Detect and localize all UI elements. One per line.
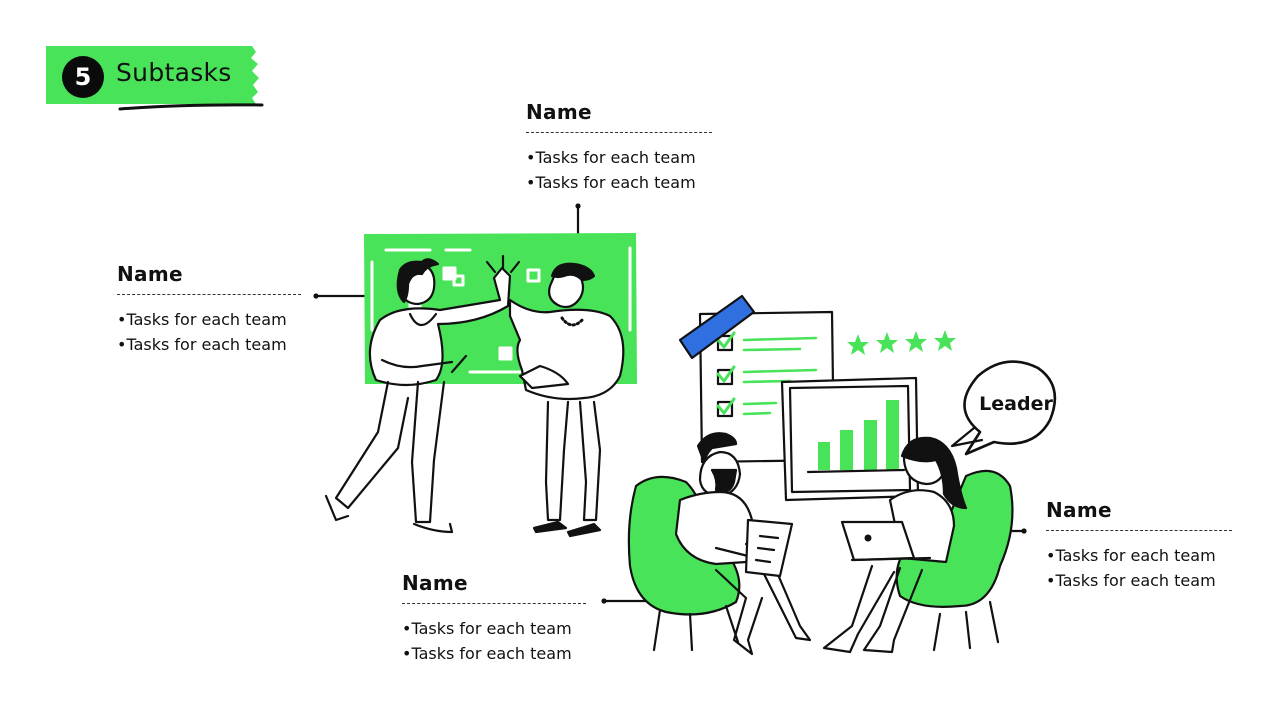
callout-task: •Tasks for each team <box>526 148 696 167</box>
callout-task: •Tasks for each team <box>526 173 696 192</box>
slide-title: Subtasks <box>116 58 232 87</box>
callout-divider <box>1046 530 1232 531</box>
callout-name: Name <box>1046 498 1112 522</box>
callout-bottom: Name •Tasks for each team •Tasks for eac… <box>402 571 586 666</box>
seated-man-icon <box>674 432 812 656</box>
callout-left: Name •Tasks for each team •Tasks for eac… <box>117 262 301 357</box>
callout-divider <box>526 132 712 133</box>
speech-bubble <box>950 360 1057 456</box>
callout-name: Name <box>117 262 183 286</box>
callout-divider <box>117 294 301 295</box>
callout-name: Name <box>402 571 468 595</box>
slide-number-badge: 5 <box>62 56 104 98</box>
callout-task: •Tasks for each team <box>402 619 572 638</box>
leader-label: Leader <box>979 393 1053 415</box>
callout-task: •Tasks for each team <box>1046 571 1216 590</box>
callout-task: •Tasks for each team <box>117 310 287 329</box>
laptop-icon <box>840 520 932 562</box>
bar-chart-board-icon <box>780 376 920 502</box>
callout-name: Name <box>526 100 592 124</box>
title-underline-stroke <box>118 103 264 111</box>
callout-top: Name •Tasks for each team •Tasks for eac… <box>526 100 712 195</box>
callout-divider <box>402 603 586 604</box>
stars-icon <box>847 330 956 355</box>
callout-task: •Tasks for each team <box>1046 546 1216 565</box>
callout-task: •Tasks for each team <box>402 644 572 663</box>
callout-right: Name •Tasks for each team •Tasks for eac… <box>1046 498 1232 593</box>
callout-task: •Tasks for each team <box>117 335 287 354</box>
high-five-people-icon <box>324 254 625 538</box>
slide-header: 5 Subtasks <box>46 46 264 111</box>
